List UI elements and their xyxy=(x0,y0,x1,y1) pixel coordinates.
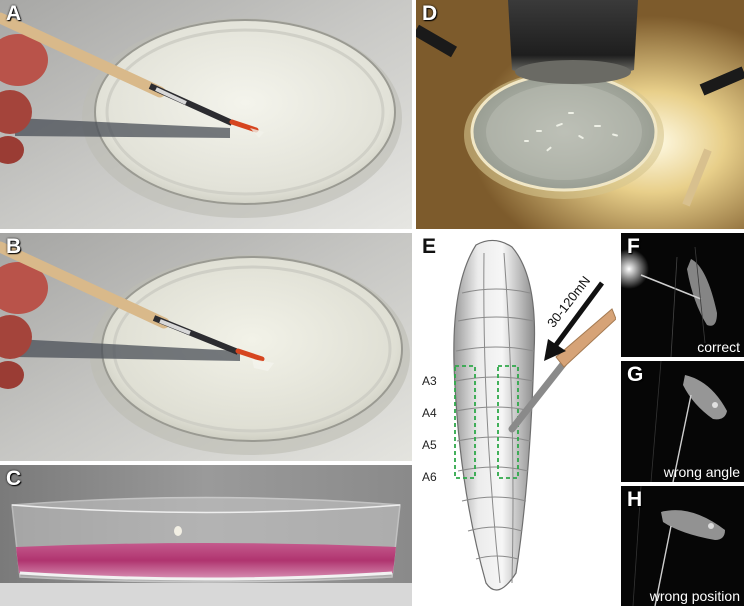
microscope-dish-photo xyxy=(416,0,744,229)
panel-caption: correct xyxy=(697,339,740,355)
panel-letter: F xyxy=(627,235,640,258)
panel-e-larva-diagram: E 30-120mN A3 A4 A5 A6 xyxy=(416,233,616,606)
panel-letter: A xyxy=(6,2,22,25)
panel-d-photo: D xyxy=(416,0,744,229)
panel-b-photo: B xyxy=(0,233,412,461)
larva-micrograph xyxy=(621,486,744,606)
panel-caption: wrong position xyxy=(649,588,740,604)
panel-letter: C xyxy=(6,467,22,490)
panel-f-photo: F correct xyxy=(621,233,744,357)
larva-micrograph xyxy=(621,233,744,357)
panel-letter: B xyxy=(6,235,22,258)
panel-g-photo: G wrong angle xyxy=(621,361,744,482)
panel-letter: H xyxy=(627,488,643,511)
petri-dish-brush-photo xyxy=(0,233,412,461)
larva-micrograph xyxy=(621,361,744,482)
segment-label: A5 xyxy=(422,438,437,452)
petri-dish-brush-photo xyxy=(0,0,412,229)
panel-a-photo: A xyxy=(0,0,412,229)
segment-label: A3 xyxy=(422,374,437,388)
panel-c-photo: C xyxy=(0,465,412,606)
segment-label: A6 xyxy=(422,470,437,484)
larva-schematic xyxy=(453,239,616,591)
panel-letter: D xyxy=(422,2,438,25)
panel-caption: wrong angle xyxy=(663,464,740,480)
panel-letter: G xyxy=(627,363,644,386)
panel-h-photo: H wrong position xyxy=(621,486,744,606)
panel-letter: E xyxy=(422,235,437,258)
segment-label: A4 xyxy=(422,406,437,420)
dish-side-view-photo xyxy=(0,465,412,606)
